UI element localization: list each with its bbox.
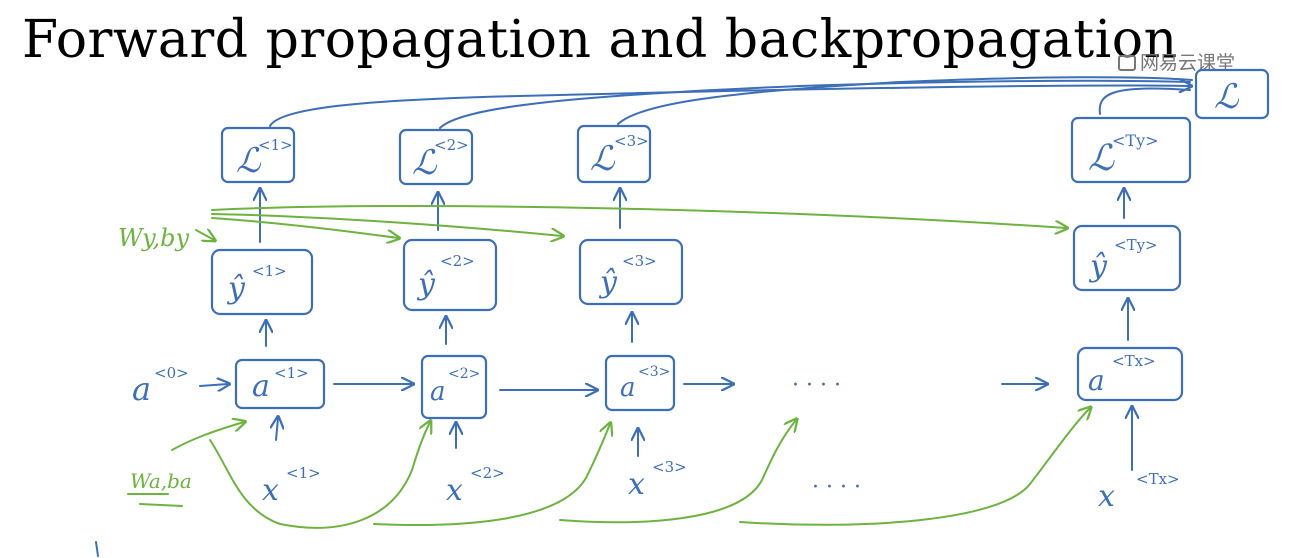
a-sup-tx: <Tx>: [1112, 352, 1156, 370]
a-label-3: a: [620, 373, 636, 403]
wy-param-arrows: [195, 205, 1066, 240]
loss-sup-2: <2>: [434, 136, 469, 154]
yhat-box-2: [402, 238, 498, 312]
yhat-box-3: [578, 238, 684, 306]
a-label-1: a: [252, 369, 270, 404]
loss-sup-1: <1>: [258, 136, 293, 154]
wa-ba-label: Wa,ba: [130, 469, 192, 493]
activation-row: a <1> a <2> a <3> a <Tx>: [234, 346, 1184, 420]
yhat-sup-ty: <Ty>: [1114, 236, 1158, 254]
yhat-row: ŷ <1> ŷ <2> ŷ <3> ŷ <Ty>: [210, 224, 1182, 316]
x-label-2: x: [446, 473, 463, 508]
curve-lossty-to-total: [1098, 87, 1191, 115]
loss-box-3: [576, 124, 652, 184]
a-sup-2: <2>: [448, 366, 480, 382]
a-label-tx: a: [1088, 364, 1105, 397]
ellipsis-inputs: · · · ·: [812, 475, 861, 500]
x-inputs: x <1> x <2> x <3> x <Tx>: [262, 458, 1180, 514]
loss-box-2: [398, 128, 474, 186]
a-box-2: [420, 354, 488, 420]
loss-label-1: ℒ: [236, 141, 262, 181]
yhat-box-1: [210, 248, 314, 316]
arrow-wa-to-next: [559, 420, 796, 524]
loss-label-ty: ℒ: [1088, 138, 1115, 179]
arrow-wy-to-yhatty: [211, 205, 1066, 228]
x-label-1: x: [262, 473, 279, 508]
wa-ba-underline-2: [139, 503, 183, 507]
arrow-wy-to-yhat2: [211, 217, 398, 238]
loss-label-3: ℒ: [590, 139, 616, 179]
yhat-box-ty: [1072, 224, 1182, 292]
yhat-label-ty: ŷ: [1088, 249, 1108, 284]
arrow-wa-to-a1: [171, 422, 244, 451]
yhat-sup-1: <1>: [252, 262, 287, 280]
yhat-label-3: ŷ: [598, 265, 618, 300]
x-label-3: x: [628, 467, 645, 502]
arrow-wy-to-yhat3: [211, 213, 562, 236]
wa-param-arrows: [171, 408, 1090, 529]
loss-box-ty: [1070, 116, 1192, 184]
curve-loss2-to-total: [439, 79, 1191, 129]
x-sup-tx: <Tx>: [1136, 470, 1180, 488]
yhat-label-1: ŷ: [226, 271, 246, 306]
yhat-sup-2: <2>: [440, 252, 475, 270]
a0-sup: <0>: [154, 364, 189, 382]
total-loss-label: ℒ: [1214, 77, 1240, 117]
a-sup-1: <1>: [274, 364, 309, 382]
x-sup-1: <1>: [286, 464, 321, 482]
loss-label-2: ℒ: [412, 143, 438, 183]
loss-aggregation-curves: [269, 76, 1193, 129]
a0-label: a: [132, 370, 151, 408]
arrow-wy-to-yhat1: [195, 230, 214, 240]
a-box-3: [604, 354, 676, 412]
page-title: Forward propagation and backpropagation: [22, 10, 1178, 70]
arrow-wa-to-a2: [209, 422, 430, 529]
arrow-a0-to-a1: [199, 384, 228, 386]
pen-tick-mark: [95, 541, 99, 557]
curve-loss3-to-total: [617, 76, 1193, 125]
loss-sup-ty: <Ty>: [1112, 131, 1159, 150]
a-box-1: [234, 358, 326, 410]
watermark-logo-icon: [1118, 55, 1136, 71]
arrow-wa-to-a3: [373, 424, 610, 527]
loss-box-1: [220, 126, 296, 184]
loss-row: ℒ <1> ℒ <2> ℒ <3> ℒ <Ty> ℒ: [220, 68, 1270, 186]
a-label-2: a: [430, 377, 446, 407]
x-sup-2: <2>: [470, 464, 505, 482]
horizontal-forward-arrows: [333, 384, 1046, 390]
yhat-label-2: ŷ: [416, 267, 436, 302]
curve-loss1-to-total: [269, 85, 1190, 127]
wy-by-label: Wy,by: [118, 224, 190, 252]
arrow-x1-to-a1: [276, 418, 278, 441]
x-sup-3: <3>: [652, 458, 687, 476]
yhat-sup-3: <3>: [622, 252, 657, 270]
arrow-wa-to-atx: [739, 408, 1090, 526]
watermark: 网易云课堂: [1118, 48, 1235, 75]
a-box-tx: [1076, 346, 1184, 402]
watermark-text: 网易云课堂: [1140, 52, 1236, 74]
loss-sup-3: <3>: [614, 132, 649, 150]
x-label-tx: x: [1098, 479, 1115, 514]
a-sup-3: <3>: [638, 364, 670, 380]
vertical-forward-arrows: [260, 190, 1132, 471]
total-loss-box: [1194, 68, 1270, 120]
ellipsis-activation: · · · ·: [792, 373, 841, 398]
